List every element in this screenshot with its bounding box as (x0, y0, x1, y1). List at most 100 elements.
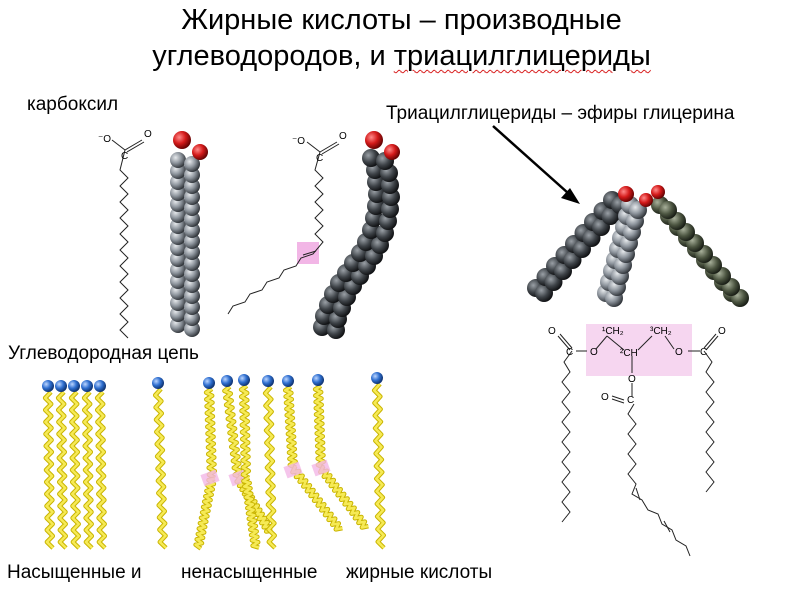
carbon-atom (184, 211, 200, 227)
carbon-atom (184, 178, 200, 194)
carbon-atom (170, 284, 186, 300)
carbon-atom (170, 229, 186, 245)
unsaturated-label: ненасыщенные (181, 562, 318, 583)
carbonyl-o-2: O (601, 392, 609, 403)
lipid-head (282, 375, 294, 387)
oxygen-atom (173, 131, 191, 149)
carbon-atom (184, 310, 200, 326)
carboxyl-label: карбоксил (27, 94, 119, 115)
lipid-tail (242, 476, 260, 549)
carbon-atom (184, 167, 200, 183)
lipid-tail (56, 391, 68, 549)
carbon-atom (184, 277, 200, 293)
carbon-atom (184, 189, 200, 205)
carbon-atom (170, 218, 186, 234)
saturated-space-filling-model (170, 131, 208, 337)
saturated-label: Насыщенные и (7, 562, 142, 583)
lipid-tail (194, 477, 216, 550)
lipid-tail (283, 385, 297, 469)
lipid-head (42, 380, 54, 392)
lipid-tail (223, 385, 242, 479)
carbon-atom (184, 288, 200, 304)
lipid-chains (42, 372, 386, 551)
o-minus-2: ⁻O (292, 136, 305, 147)
title-line-1: Жирные кислоты – производные (181, 4, 622, 36)
carbon-atom (170, 196, 186, 212)
lipid-tail (204, 387, 217, 480)
glycerol-c1: ¹CH₂ (602, 326, 624, 337)
lipid-head (55, 380, 67, 392)
lipid-tail (291, 465, 343, 531)
carbon-atom (184, 200, 200, 216)
lipid-tail (372, 383, 385, 549)
lipid-head (371, 372, 383, 384)
hydrocarbon-chain-label: Углеводородная цепь (8, 343, 199, 364)
carbonyl-c-1: C (566, 347, 573, 358)
double-bond-highlight (283, 461, 303, 479)
lipid-tail (263, 386, 276, 549)
lipid-head (221, 375, 233, 387)
carbon-atom (170, 152, 186, 168)
carbon-atom (170, 185, 186, 201)
triacylglycerides-label: Триацилглицериды – эфиры глицерина (386, 103, 735, 124)
lipid-head (312, 374, 324, 386)
ester-o-3: O (675, 347, 683, 358)
title-line-2-part-1: углеводородов, и (152, 40, 394, 72)
lipid-head (152, 377, 164, 389)
carbon-atom (170, 306, 186, 322)
carbon-atom (170, 317, 186, 333)
title-line-2: углеводородов, и триацилглицериды (0, 38, 803, 74)
lipid-head (238, 374, 250, 386)
carbon-atom (184, 255, 200, 271)
carbon-atom (170, 262, 186, 278)
carbon-atom (170, 251, 186, 267)
o-2: O (339, 131, 347, 142)
carbon-atom (170, 207, 186, 223)
lipid-tail (239, 384, 251, 479)
unsaturated-skeletal-formula (227, 141, 340, 315)
lipid-tail (43, 391, 55, 549)
carbon-atom (184, 321, 200, 337)
lipid-tail (82, 391, 94, 549)
title-line-2-part-2: триацилглицериды (393, 40, 651, 72)
carbon-atom (184, 244, 200, 260)
glycerol-highlight (586, 324, 692, 376)
carbon-atom (659, 201, 677, 219)
carbon-atom (170, 240, 186, 256)
o-minus-1: ⁻O (98, 134, 111, 145)
carbonyl-o-1: O (548, 326, 556, 337)
carbon-atom (184, 156, 200, 172)
ester-o-1: O (590, 347, 598, 358)
oxygen-atom (618, 186, 634, 202)
carbon-atom (184, 233, 200, 249)
oxygen-atom (639, 193, 653, 207)
oxygen-atom (384, 144, 400, 160)
oxygen-atom (651, 185, 665, 199)
carbonyl-c-2: C (627, 395, 634, 406)
lipid-head (81, 380, 93, 392)
unsaturated-space-filling-model (313, 131, 400, 339)
saturated-skeletal-formula (111, 139, 145, 339)
carbon-atom (170, 295, 186, 311)
lipid-tail (319, 465, 369, 529)
c-2: C (316, 153, 323, 164)
lipid-head (203, 377, 215, 389)
carbon-atom (184, 299, 200, 315)
carbon-atom (170, 273, 186, 289)
lipid-tail (313, 384, 326, 470)
lipid-head (68, 380, 80, 392)
fatty-acids-label: жирные кислоты (346, 562, 493, 583)
carbon-atom (362, 149, 380, 167)
lipid-head (94, 380, 106, 392)
carbon-atom (184, 266, 200, 282)
pointer-arrow (492, 125, 580, 204)
carbon-atom (170, 174, 186, 190)
o-1: O (144, 129, 152, 140)
carbonyl-o-3: O (718, 326, 726, 337)
double-bond-highlight (200, 469, 220, 487)
triglyceride-space-filling-model (527, 185, 749, 307)
carbon-atom (184, 222, 200, 238)
lipid-tail (95, 391, 107, 549)
oxygen-atom (192, 144, 208, 160)
